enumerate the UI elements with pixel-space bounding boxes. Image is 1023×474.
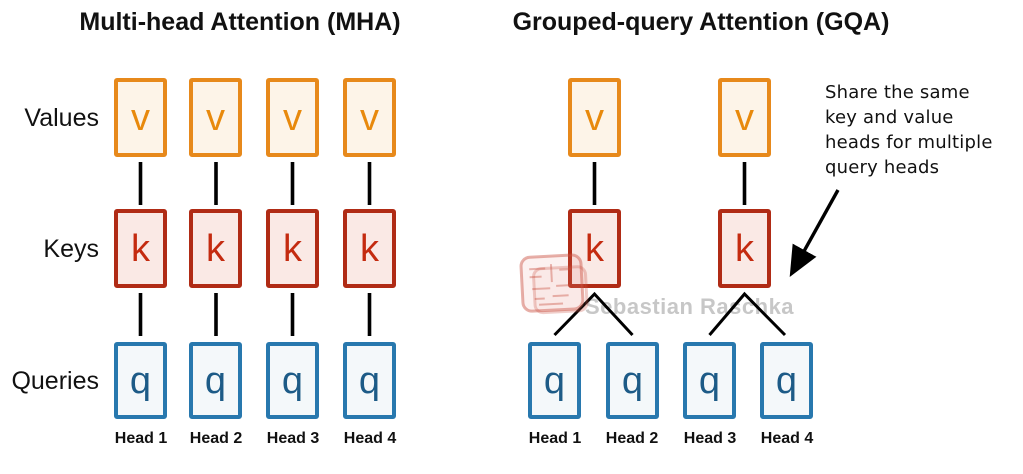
- key-letter: k: [206, 227, 225, 270]
- query-letter: q: [129, 359, 152, 402]
- annotation-line: Share the same: [825, 82, 970, 103]
- mha-head-label-1: Head 1: [114, 430, 168, 447]
- key-letter: k: [585, 227, 604, 270]
- row-label-values: Values: [24, 104, 99, 132]
- mha-key-box-4: k: [343, 209, 396, 288]
- mha-head-label-2: Head 2: [189, 430, 243, 447]
- mha-query-box-4: q: [343, 342, 396, 419]
- row-label-queries: Queries: [11, 367, 99, 395]
- gqa-title: Grouped-query Attention (GQA): [512, 8, 890, 36]
- gqa-query-box-2: q: [606, 342, 659, 419]
- gqa-query-box-3: q: [683, 342, 736, 419]
- mha-value-box-4: v: [343, 78, 396, 157]
- query-letter: q: [621, 359, 644, 402]
- gqa-vk-connectors: [592, 162, 747, 205]
- annotation-line: heads for multiple: [825, 132, 993, 153]
- annotation-arrow: [789, 189, 840, 277]
- gqa-head-label-2: Head 2: [605, 430, 659, 447]
- gqa-head-label-4: Head 4: [760, 430, 814, 447]
- mha-title: Multi-head Attention (MHA): [79, 8, 401, 36]
- key-letter: k: [735, 227, 754, 270]
- mha-value-box-1: v: [114, 78, 167, 157]
- value-letter: v: [206, 96, 225, 139]
- mha-head-label-3: Head 3: [266, 430, 320, 447]
- mha-query-box-1: q: [114, 342, 167, 419]
- gqa-value-box-1: v: [568, 78, 621, 157]
- value-letter: v: [735, 96, 754, 139]
- mha-key-box-1: k: [114, 209, 167, 288]
- value-letter: v: [283, 96, 302, 139]
- mha-query-box-3: q: [266, 342, 319, 419]
- annotation-line: key and value: [825, 107, 954, 128]
- gqa-head-label-3: Head 3: [683, 430, 737, 447]
- value-letter: v: [131, 96, 150, 139]
- annotation-line: query heads: [825, 157, 940, 178]
- key-letter: k: [360, 227, 379, 270]
- mha-value-box-2: v: [189, 78, 242, 157]
- mha-kq-connectors: [138, 293, 372, 336]
- query-letter: q: [543, 359, 566, 402]
- value-letter: v: [585, 96, 604, 139]
- watermark-text: Sebastian Raschka: [585, 294, 795, 319]
- gqa-key-box-1: k: [568, 209, 621, 288]
- query-letter: q: [204, 359, 227, 402]
- query-letter: q: [281, 359, 304, 402]
- annotation-note: Share the same key and value heads for m…: [825, 80, 993, 180]
- gqa-query-box-1: q: [528, 342, 581, 419]
- mha-key-box-3: k: [266, 209, 319, 288]
- mha-value-box-3: v: [266, 78, 319, 157]
- row-label-keys: Keys: [43, 235, 99, 263]
- query-letter: q: [775, 359, 798, 402]
- gqa-query-box-4: q: [760, 342, 813, 419]
- gqa-key-box-2: k: [718, 209, 771, 288]
- mha-query-box-2: q: [189, 342, 242, 419]
- query-letter: q: [358, 359, 381, 402]
- mha-key-box-2: k: [189, 209, 242, 288]
- gqa-head-label-1: Head 1: [528, 430, 582, 447]
- key-letter: k: [131, 227, 150, 270]
- mha-head-label-4: Head 4: [343, 430, 397, 447]
- gqa-value-box-2: v: [718, 78, 771, 157]
- mha-vk-connectors: [138, 162, 372, 205]
- query-letter: q: [698, 359, 721, 402]
- value-letter: v: [360, 96, 379, 139]
- key-letter: k: [283, 227, 302, 270]
